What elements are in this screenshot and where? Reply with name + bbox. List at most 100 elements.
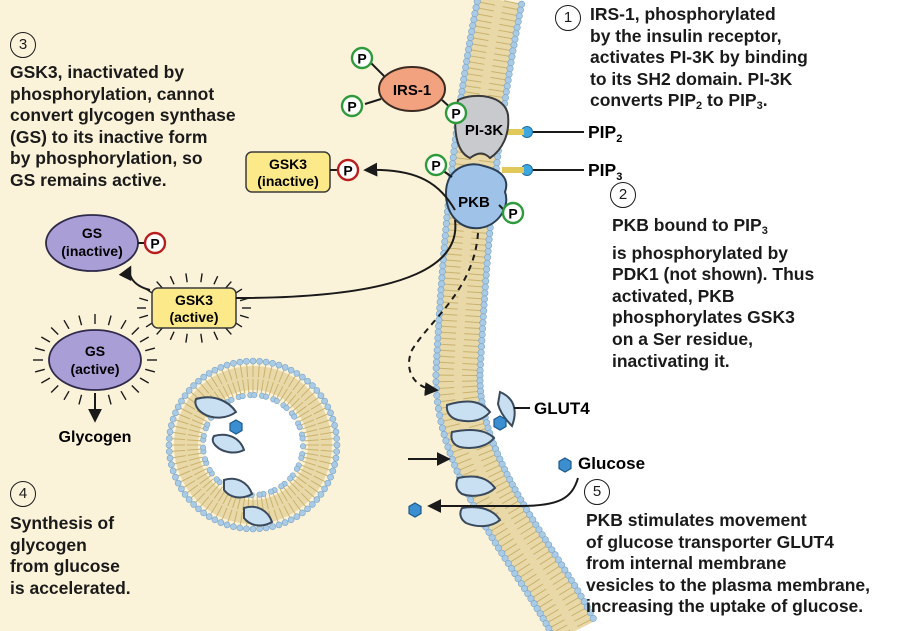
lipid-tail — [442, 307, 458, 310]
lipid-head — [504, 559, 512, 567]
lipid-head — [460, 75, 468, 83]
lipid-head — [483, 259, 491, 267]
lipid-tail — [463, 339, 479, 341]
lipid-head — [501, 554, 509, 562]
lipid-tail — [475, 25, 491, 30]
lipid-head — [434, 405, 442, 413]
lipid-tail — [440, 349, 456, 352]
lipid-tail — [562, 591, 576, 601]
lipid-tail — [317, 465, 332, 471]
lipid-tail — [439, 355, 455, 358]
lipid-tail — [443, 289, 459, 292]
lipid-head — [165, 441, 173, 449]
lipid-head — [190, 382, 197, 389]
activity-ray — [40, 336, 51, 343]
lipid-head — [530, 600, 538, 608]
lipid-tail — [227, 366, 233, 381]
lipid-head — [511, 35, 519, 43]
pkb-label: PKB — [458, 194, 490, 211]
lipid-tail — [199, 382, 210, 394]
activity-ray — [213, 331, 219, 341]
lipid-head — [472, 4, 480, 12]
lipid-tail — [304, 452, 319, 456]
lipid-tail — [209, 484, 220, 496]
activity-ray — [156, 281, 164, 289]
lipid-head — [200, 509, 207, 517]
lipid-head — [275, 521, 283, 529]
lipid-tail — [507, 548, 521, 558]
lipid-head — [236, 524, 244, 532]
note-5-line: from internal membrane — [586, 553, 787, 574]
lipid-head — [313, 496, 321, 503]
lipid-head — [458, 87, 466, 95]
lipid-head — [481, 283, 489, 291]
lipid-tail — [444, 283, 460, 286]
lipid-head — [256, 525, 263, 533]
lipid-head — [482, 271, 490, 279]
lipid-tail — [283, 371, 291, 385]
lipid-tail — [297, 471, 310, 480]
svg-text:P: P — [431, 158, 440, 174]
lipid-tail — [503, 0, 519, 5]
lipid-head — [438, 274, 446, 282]
lipid-head — [517, 580, 525, 588]
lipid-tail — [464, 321, 480, 324]
lipid-head — [230, 523, 237, 530]
lipid-tail — [491, 71, 507, 75]
lipid-head — [571, 582, 579, 590]
lipid-tail — [296, 496, 307, 508]
lipid-tail — [179, 475, 193, 483]
lipid-tail — [533, 545, 547, 555]
note-1-line: by the insulin receptor, — [590, 25, 782, 46]
activity-ray — [139, 377, 150, 384]
pip2-label: PIP2 — [588, 122, 622, 145]
lipid-tail — [478, 449, 493, 456]
lipid-tail — [300, 464, 315, 471]
lipid-head — [442, 437, 450, 445]
lipid-tail — [464, 327, 480, 330]
lipid-head — [239, 393, 246, 400]
lipid-tail — [190, 460, 204, 466]
lipid-head — [230, 360, 237, 367]
activity-ray — [185, 273, 188, 283]
lipid-head — [480, 301, 488, 309]
lipid-tail — [463, 345, 479, 347]
lipid-head — [465, 45, 473, 53]
note-4-line: from glucose — [10, 556, 120, 577]
lipid-tail — [462, 363, 478, 365]
lipid-tail — [188, 456, 203, 461]
lipid-head — [213, 476, 220, 483]
lipid-head — [432, 385, 440, 393]
lipid-head — [478, 331, 486, 339]
lipid-head — [324, 479, 332, 487]
lipid-tail — [320, 455, 335, 459]
lipid-tail — [196, 471, 209, 480]
activity-ray — [131, 326, 140, 336]
lipid-head — [165, 448, 173, 455]
lipid-tail — [171, 431, 186, 435]
lipid-head — [567, 576, 575, 584]
lipid-head — [321, 485, 328, 493]
lipid-tail — [300, 492, 312, 504]
lipid-tail — [517, 563, 531, 573]
lipid-head — [514, 575, 522, 583]
note-2-line: activated, PKB — [612, 285, 735, 306]
lipid-head — [273, 398, 280, 405]
lipid-tail — [273, 509, 279, 524]
gsk3-inactive-line2: (inactive) — [257, 173, 318, 189]
activity-ray — [63, 319, 70, 330]
lipid-tail — [536, 593, 550, 603]
note-3-line: phosphorylation, cannot — [10, 83, 215, 104]
lipid-head — [165, 435, 173, 442]
lipid-head — [583, 603, 591, 611]
lipid-tail — [320, 449, 335, 452]
lipid-head — [548, 546, 556, 554]
arrow-gsk3-active-to-gs-inactive — [118, 265, 151, 291]
lipid-tail — [288, 374, 297, 388]
lipid-head — [172, 409, 179, 417]
lipid-tail — [179, 407, 193, 415]
lipid-head — [433, 352, 441, 360]
lipid-tail — [526, 578, 540, 588]
note-5-line: increasing the uptake of glucose. — [586, 596, 864, 617]
